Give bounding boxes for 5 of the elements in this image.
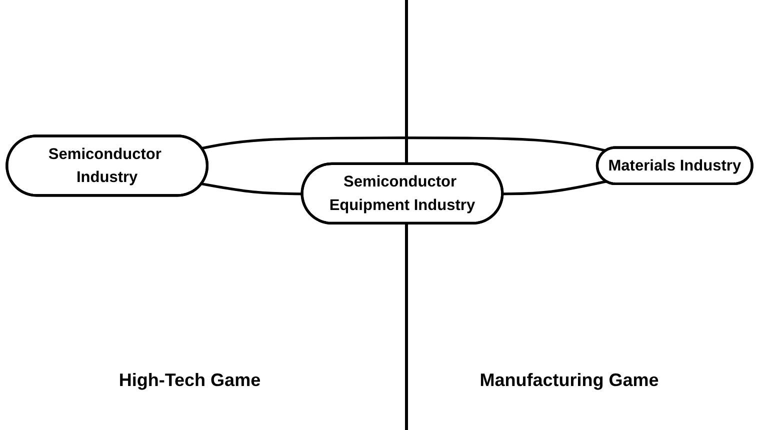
region-label: Manufacturing Game: [480, 370, 659, 390]
connector: [202, 183, 303, 196]
connector: [202, 136, 606, 152]
region-label: High-Tech Game: [118, 370, 261, 390]
connector: [502, 180, 606, 196]
